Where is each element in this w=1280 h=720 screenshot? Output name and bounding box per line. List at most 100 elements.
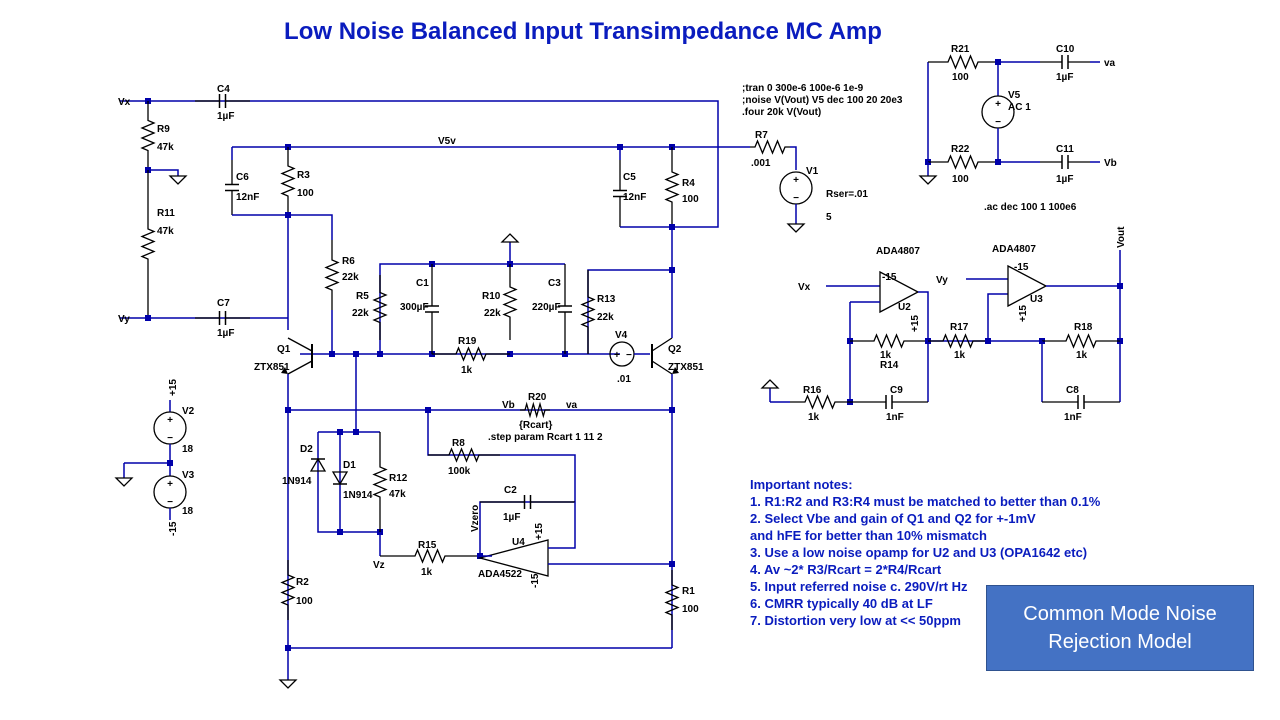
- value-c1: 300µF: [400, 302, 429, 313]
- resistor: [1042, 333, 1120, 349]
- resistor: [280, 560, 296, 620]
- ref-r13: R13: [597, 294, 616, 305]
- value-d1: 1N914: [343, 490, 373, 501]
- value-u2: ADA4807: [876, 246, 920, 257]
- wire: [317, 432, 380, 533]
- value-r8: 100k: [448, 466, 471, 477]
- ref-v5: V5: [1008, 90, 1021, 101]
- resistor: [750, 139, 790, 155]
- ref-c3: C3: [548, 278, 561, 289]
- spice-directive: ;tran 0 300e-6 100e-6 1e-9: [742, 83, 864, 94]
- ground-icon: [168, 175, 188, 185]
- net-label-va: va: [1104, 58, 1116, 69]
- value-r13: 22k: [597, 312, 614, 323]
- net-label-vx-u2: Vx: [798, 282, 811, 293]
- wire: [288, 214, 333, 240]
- net-label-vy-u3: Vy: [936, 275, 948, 286]
- ref-v4: V4: [615, 330, 628, 341]
- step-directive: .step param Rcart 1 11 2: [488, 432, 603, 443]
- diode-icon: [331, 471, 349, 486]
- value-r18: 1k: [1076, 350, 1088, 361]
- ref-r7: R7: [755, 130, 768, 141]
- u2-supply-neg: -15: [882, 272, 897, 283]
- resistor: [520, 401, 550, 419]
- ref-r20: R20: [528, 392, 547, 403]
- resistor: [928, 333, 988, 349]
- value-c3: 220µF: [532, 302, 561, 313]
- value-c6: 12nF: [236, 192, 259, 203]
- net-label-vb-r20: Vb: [502, 400, 515, 411]
- net-label-v5v: V5v: [438, 136, 456, 147]
- ac-directive: .ac dec 100 1 100e6: [984, 202, 1077, 213]
- resistor: [502, 264, 518, 340]
- value-c11: 1µF: [1056, 174, 1073, 185]
- ref-c2: C2: [504, 485, 517, 496]
- callout-line: Common Mode Noise: [1023, 603, 1217, 625]
- net-label-vz: Vz: [373, 560, 385, 571]
- net-label-va-r20: va: [566, 400, 578, 411]
- note-line: 3. Use a low noise opamp for U2 and U3 (…: [750, 545, 1088, 560]
- value-c8: 1nF: [1064, 412, 1082, 423]
- ref-r11: R11: [157, 208, 175, 219]
- resistor: [928, 154, 998, 170]
- ref-r17: R17: [950, 322, 969, 333]
- junction-node: [145, 315, 151, 321]
- value-c7: 1µF: [217, 328, 234, 339]
- opamp-icon: [1007, 264, 1048, 308]
- value-r14: 1k: [880, 350, 892, 361]
- v1-rser-label: Rser=.01: [826, 189, 868, 200]
- net-label-vzero: Vzero: [470, 505, 481, 532]
- transistor-arrow: [672, 367, 679, 374]
- value-r9: 47k: [157, 142, 174, 153]
- wire: [548, 502, 576, 549]
- resistor: [280, 147, 296, 215]
- minus-sign: −: [167, 497, 173, 508]
- ref-v3: V3: [182, 470, 195, 481]
- value-r5: 22k: [352, 308, 369, 319]
- ground-icon: [278, 679, 298, 689]
- note-line: and hFE for better than 10% mismatch: [750, 528, 987, 543]
- minus-sign: −: [995, 117, 1001, 128]
- u2-supply-pos: +15: [910, 315, 921, 332]
- plus-sign: +: [167, 479, 173, 490]
- spice-directive: .four 20k V(Vout): [742, 107, 821, 118]
- spice-directive: ;noise V(Vout) V5 dec 100 20 20e3: [742, 95, 903, 106]
- u4-supply-pos: +15: [534, 523, 545, 540]
- ref-c5: C5: [623, 172, 636, 183]
- net-label-vb: Vb: [1104, 158, 1117, 169]
- ref-r15: R15: [418, 540, 437, 551]
- resistor: [324, 240, 340, 310]
- value-v3: 18: [182, 506, 194, 517]
- value-c10: 1µF: [1056, 72, 1073, 83]
- resistor: [432, 346, 510, 362]
- opamp-icon: [477, 539, 549, 577]
- wire: [427, 410, 576, 502]
- ground-icon: [786, 223, 806, 233]
- wire: [790, 146, 797, 170]
- value-r7: .001: [751, 158, 771, 169]
- notes-heading: Important notes:: [750, 477, 853, 492]
- value-u3: ADA4807: [992, 244, 1036, 255]
- value-r20: {Rcart}: [519, 420, 552, 431]
- value-u4: ADA4522: [478, 569, 522, 580]
- value-r19: 1k: [461, 365, 473, 376]
- ref-r19: R19: [458, 336, 477, 347]
- value-r16: 1k: [808, 412, 820, 423]
- ref-r10: R10: [482, 291, 501, 302]
- u3-supply-neg: -15: [1014, 262, 1029, 273]
- ref-r16: R16: [803, 385, 822, 396]
- callout-line: Rejection Model: [1048, 631, 1192, 653]
- transistor-emitter: [287, 360, 313, 375]
- note-line: 6. CMRR typically 40 dB at LF: [750, 596, 933, 611]
- ref-v1: V1: [806, 166, 819, 177]
- v3-minus-label: -15: [168, 521, 179, 536]
- resistor: [372, 275, 388, 340]
- value-q1: ZTX851: [254, 362, 290, 373]
- resistor: [372, 432, 388, 532]
- ref-r6: R6: [342, 256, 355, 267]
- ground-icon: [760, 379, 780, 389]
- ref-d1: D1: [343, 460, 356, 471]
- net-label-vout: Vout: [1116, 226, 1127, 248]
- value-v5: AC 1: [1008, 102, 1031, 113]
- resistor: [928, 54, 998, 70]
